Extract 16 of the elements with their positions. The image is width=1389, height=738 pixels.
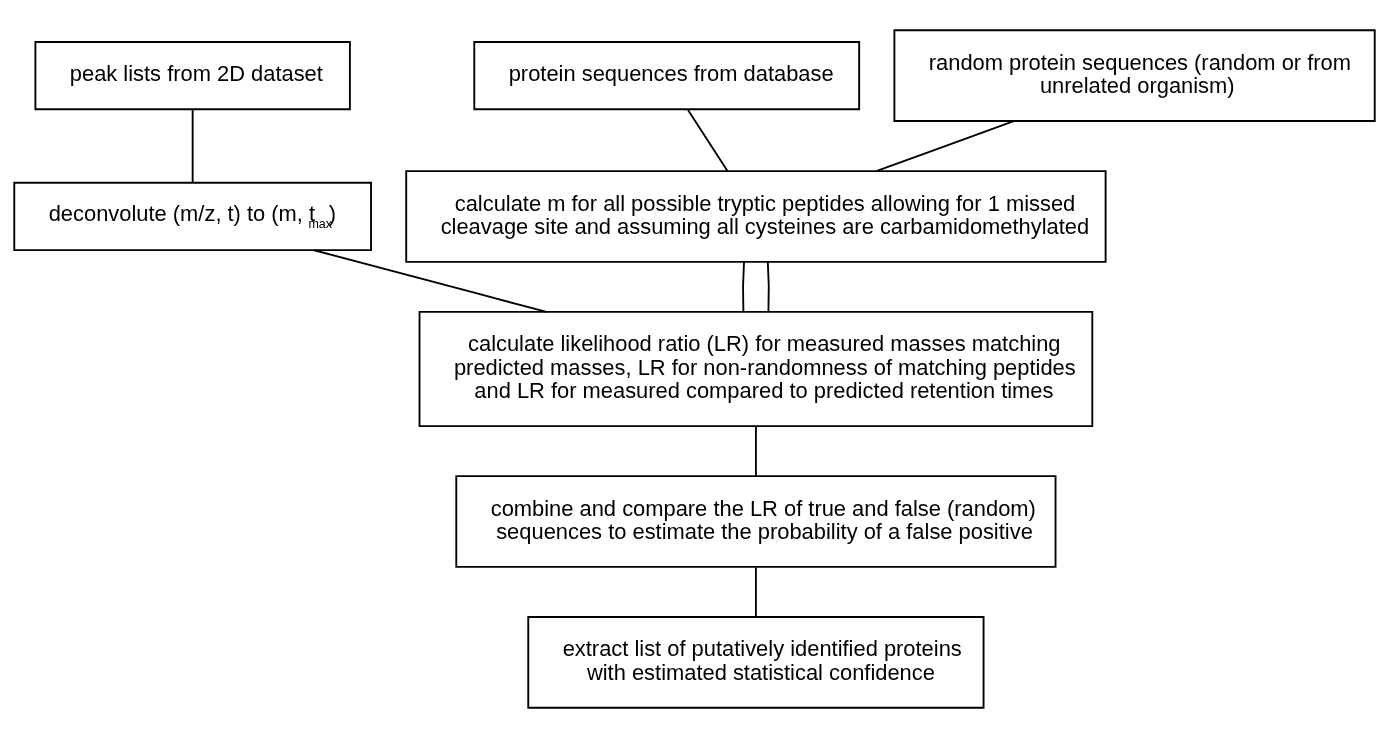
- node-box: random protein sequences (random or from unrelated organism): [893, 29, 1376, 122]
- node-box: protein sequences from database: [473, 41, 861, 111]
- node-box: deconvolute (m/z, t) to (m, t$_{max}$): [13, 181, 372, 252]
- node-box: peak lists from 2D dataset: [34, 41, 351, 111]
- connector: [754, 425, 757, 477]
- connector: [766, 261, 770, 313]
- node-box: extract list of putatively identified proteins with estimated statistical confidence: [527, 616, 985, 709]
- connector: [686, 108, 729, 172]
- connector: [313, 249, 548, 313]
- node-box: calculate likelihood ratio (LR) for measured masses matching predicted masses, LR for non-randomness of matching peptides and LR for measured compared to predicted retention times: [418, 310, 1094, 428]
- node-box: calculate m for all possible tryptic peptides allowing for 1 missed cleavage site and assuming all cysteines are carbamidomethylated: [405, 170, 1107, 263]
- node-box: combine and compare the LR of true and false (random) sequences to estimate the probability of a false positive: [455, 475, 1057, 568]
- connector: [875, 120, 1015, 172]
- connector: [191, 108, 194, 184]
- connector: [742, 261, 745, 313]
- connector: [754, 566, 757, 618]
